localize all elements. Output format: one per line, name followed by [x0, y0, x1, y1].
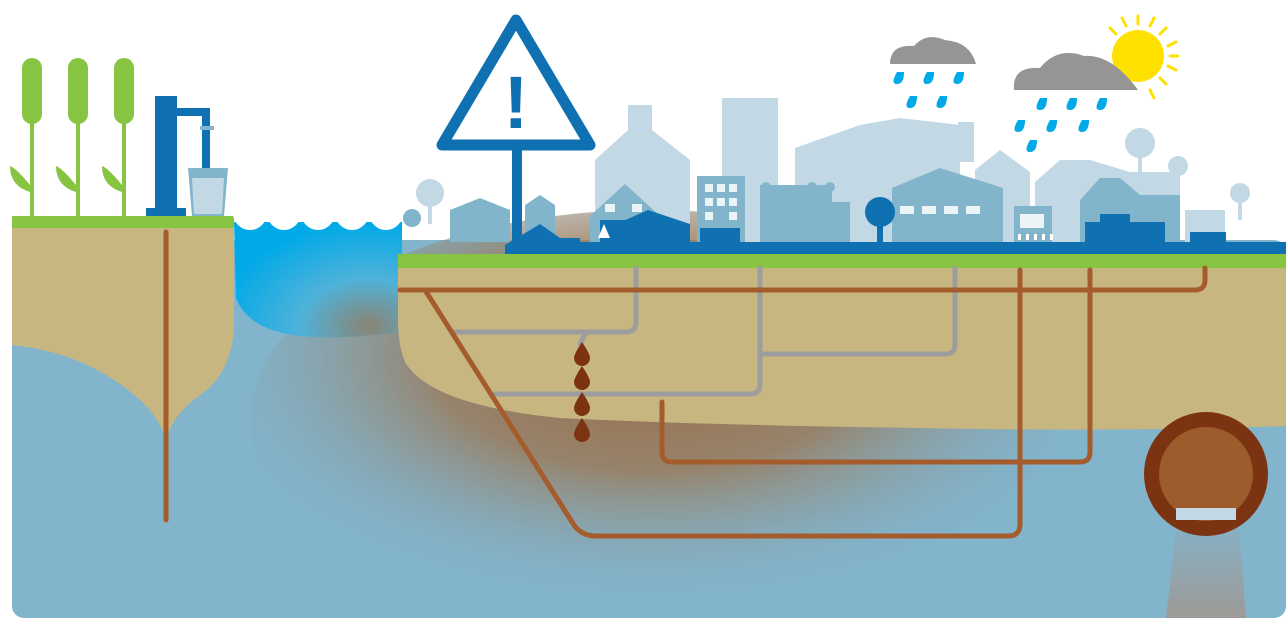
city-grass: [398, 254, 1286, 268]
sun-icon: [1108, 14, 1180, 100]
left-soil: [12, 226, 234, 440]
drain-pipe-network: [452, 265, 958, 397]
rain-cloud-icon: [890, 37, 976, 108]
sewer-outfall-icon: [1144, 412, 1268, 618]
city-soil: [398, 262, 1286, 430]
pond: [234, 222, 402, 338]
city-skyline-icon: [403, 98, 1286, 256]
left-grass: [12, 216, 234, 228]
hand-pump-icon: [146, 96, 228, 216]
rain-cloud-icon: [1013, 52, 1138, 152]
sewer-pipe-network: [163, 229, 1208, 539]
crop-icon: [10, 58, 134, 216]
warning-mark: !: [504, 61, 529, 144]
leak-drops: [574, 342, 590, 442]
warning-sign-icon: !: [436, 14, 596, 246]
